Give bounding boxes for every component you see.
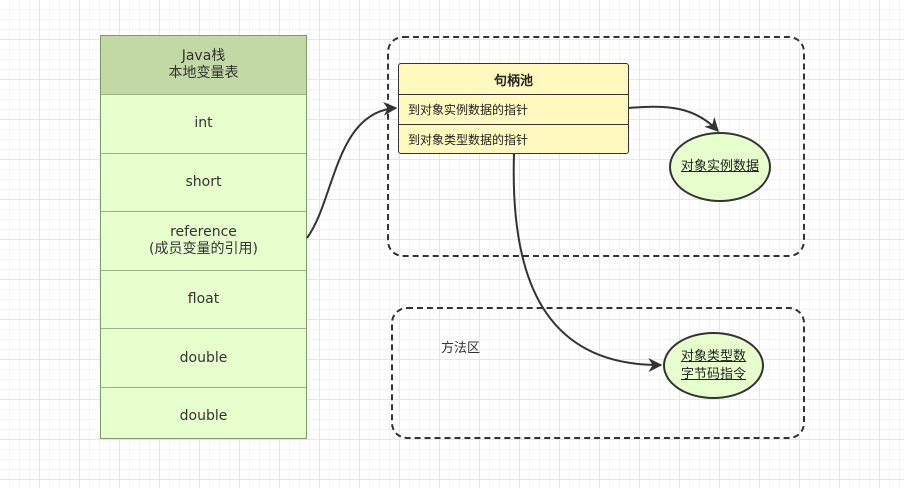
stack-row-double-2: double	[101, 386, 306, 446]
stack-row-float: float	[101, 269, 306, 329]
method-area-label: 方法区	[441, 341, 481, 356]
java-stack-header: Java栈 本地变量表	[101, 36, 306, 94]
arrow-instance-pointer-to-data	[628, 105, 719, 133]
arrow-reference-to-handle-pool	[306, 101, 398, 239]
arrow-type-pointer-to-data	[512, 153, 663, 373]
stack-row-double-1: double	[101, 328, 306, 387]
handle-pool-instance-pointer: 到对象实例数据的指针	[408, 103, 529, 117]
stack-row-reference: reference (成员变量的引用)	[101, 211, 306, 270]
handle-pool-table: 句柄池 到对象实例数据的指针 到对象类型数据的指针	[398, 63, 629, 154]
handle-pool-type-pointer: 到对象类型数据的指针	[399, 124, 628, 153]
method-area-region	[391, 307, 805, 439]
heap-region	[387, 36, 805, 257]
handle-pool-title: 句柄池	[399, 64, 628, 95]
java-stack-table: Java栈 本地变量表 int short reference (成员变量的引用…	[100, 35, 307, 439]
instance-data-node: 对象实例数据	[669, 132, 771, 202]
type-data-node: 对象类型数 字节码指令	[663, 332, 764, 399]
stack-row-short: short	[101, 152, 306, 212]
stack-row-int: int	[101, 94, 306, 153]
